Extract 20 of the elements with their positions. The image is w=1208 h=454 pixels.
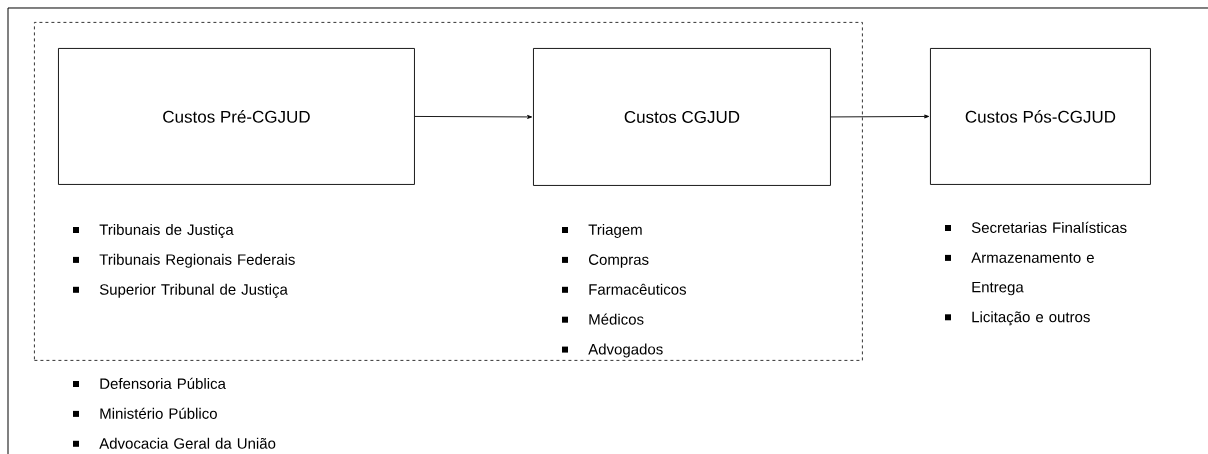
bullet-item: Médicos bbox=[562, 313, 644, 325]
bullet-item: Secretarias Finalísticas bbox=[945, 221, 1127, 233]
process-box: Custos Pré-CGJUD bbox=[58, 48, 415, 185]
process-box: Custos CGJUD bbox=[533, 48, 831, 186]
arrow bbox=[830, 114, 930, 119]
bullet-item: Defensoria Pública bbox=[73, 377, 226, 389]
bullet-item: Tribunais de Justiça bbox=[73, 223, 234, 239]
bullet-item: Ministério Público bbox=[73, 407, 217, 419]
bullet-item: Compras bbox=[562, 254, 649, 268]
bullet-item: Advocacia Geral da União bbox=[73, 437, 276, 449]
bullet-item: Farmacêuticos bbox=[562, 283, 686, 295]
process-box: Custos Pós-CGJUD bbox=[930, 48, 1151, 185]
bullet-item: Armazenamento e Entrega bbox=[945, 252, 1094, 296]
bullet-item: Triagem bbox=[562, 223, 642, 238]
bullet-item: Advogados bbox=[562, 343, 663, 358]
arrow bbox=[414, 114, 533, 119]
bullet-item: Licitação e outros bbox=[945, 311, 1090, 326]
bullet-item: Superior Tribunal de Justiça bbox=[73, 283, 288, 298]
bullet-item: Tribunais Regionais Federais bbox=[73, 253, 295, 268]
dashed-group-box bbox=[34, 22, 863, 361]
